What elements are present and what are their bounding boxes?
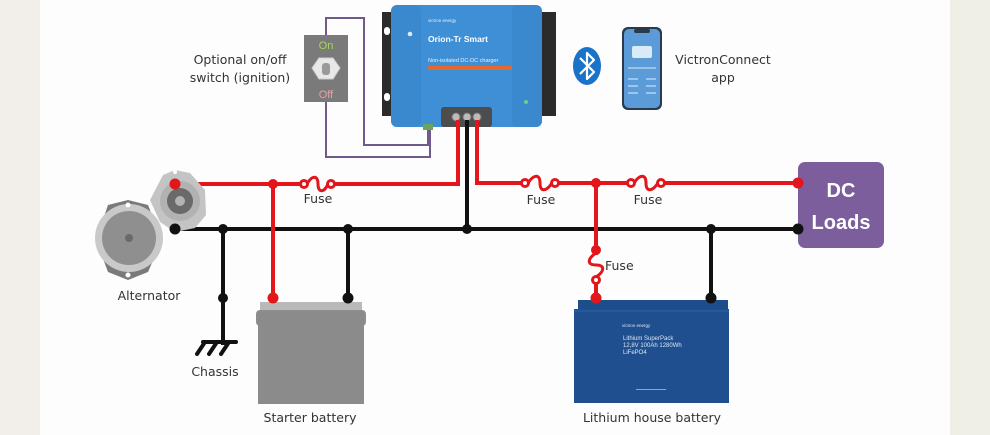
lithium-footer [636, 389, 666, 390]
alternator-shaft [125, 234, 133, 242]
app-label-line2: app [711, 70, 735, 85]
alternator-label: Alternator [118, 288, 182, 303]
left-margin [0, 0, 40, 435]
remote-connector [423, 124, 433, 130]
mount-hole [125, 202, 131, 208]
mount-slot [384, 93, 390, 101]
switch-label-line1: Optional on/off [194, 52, 287, 67]
lithium-line1: Lithium SuperPack [623, 336, 674, 342]
lithium-line3: LiFePO4 [623, 350, 647, 356]
switch-wire-top [325, 17, 429, 146]
ground-icon [195, 340, 238, 356]
starter-battery[interactable] [256, 302, 366, 404]
dc-loads-negative-terminal [792, 223, 804, 235]
dc-loads-label-line2: Loads [812, 212, 871, 234]
switch-wire-bottom [325, 100, 431, 158]
charger-subtitle: Non-isolated DC-DC charger [428, 58, 498, 64]
fuse-label: Fuse [605, 258, 634, 273]
right-margin [950, 0, 990, 435]
charger-input-wire [334, 120, 460, 186]
charger-model: Orion-Tr Smart [428, 34, 488, 44]
terminal-in-plus [451, 112, 461, 122]
switch-wires [325, 17, 431, 158]
lithium-battery[interactable]: victron energy Lithium SuperPack 12,8V 1… [574, 300, 729, 403]
starter-battery-body [258, 312, 364, 404]
chassis-label: Chassis [191, 364, 238, 379]
orion-charger[interactable]: victron energy Orion-Tr Smart Non-isolat… [382, 5, 556, 130]
alternator[interactable] [95, 170, 206, 280]
fuse-symbol [626, 174, 666, 192]
lithium-brand: victron energy [622, 323, 651, 328]
terminal-common-minus [462, 112, 472, 122]
positive-wiring [175, 120, 800, 298]
junction-dot [218, 293, 228, 303]
status-led-icon [524, 100, 528, 104]
junction-dot [218, 224, 228, 234]
charger-brand: victron energy [428, 18, 457, 23]
switch-lever-icon [322, 63, 330, 75]
junction-dot [343, 224, 353, 234]
ignition-switch[interactable]: On Off [304, 35, 348, 102]
smartphone-icon [622, 27, 662, 110]
switch-off-label: Off [319, 89, 334, 101]
junction-dot [591, 178, 601, 188]
starter-positive-terminal [267, 292, 279, 304]
mount-hole [173, 170, 177, 174]
junction-dot [706, 224, 716, 234]
fuse-label: Fuse [634, 192, 663, 207]
fuse-label: Fuse [304, 191, 333, 206]
starter-battery-lid [260, 302, 362, 312]
switch-label-line2: switch (ignition) [190, 70, 290, 85]
charger-side-left [391, 5, 421, 127]
dc-loads-positive-terminal [792, 177, 804, 189]
alternator-hub [175, 196, 185, 206]
bluetooth-led-icon [407, 31, 413, 37]
alternator-positive-terminal [169, 178, 181, 190]
alternator-negative-terminal [169, 223, 181, 235]
dc-loads-box [798, 162, 884, 248]
lithium-battery-body [574, 309, 729, 403]
fuse-symbol [299, 175, 336, 193]
dc-loads-label-line1: DC [827, 180, 856, 202]
bluetooth-icon [573, 47, 601, 85]
lithium-line2: 12,8V 100Ah 1280Wh [623, 343, 682, 349]
junction-dots [169, 177, 804, 304]
lithium-battery-lid [578, 300, 728, 310]
dc-loads[interactable]: DC Loads [798, 162, 884, 248]
fuse-symbol [520, 174, 560, 192]
lithium-battery-label: Lithium house battery [583, 410, 722, 425]
app-label-line1: VictronConnect [675, 52, 771, 67]
negative-wiring [175, 120, 800, 345]
fuse-symbol [587, 245, 605, 285]
mount-hole [125, 272, 131, 278]
starter-negative-terminal [342, 292, 354, 304]
charger-accent-stripe [428, 66, 512, 70]
terminal-out-plus [472, 112, 482, 122]
charger-side-right [512, 5, 542, 127]
lithium-positive-terminal [590, 292, 602, 304]
mount-slot [384, 27, 390, 35]
lithium-negative-terminal [705, 292, 717, 304]
charger-output-wire [475, 120, 522, 185]
junction-dot [268, 179, 278, 189]
junction-dot [462, 224, 472, 234]
switch-on-label: On [319, 40, 334, 52]
fuse-label: Fuse [527, 192, 556, 207]
starter-battery-label: Starter battery [264, 410, 358, 425]
